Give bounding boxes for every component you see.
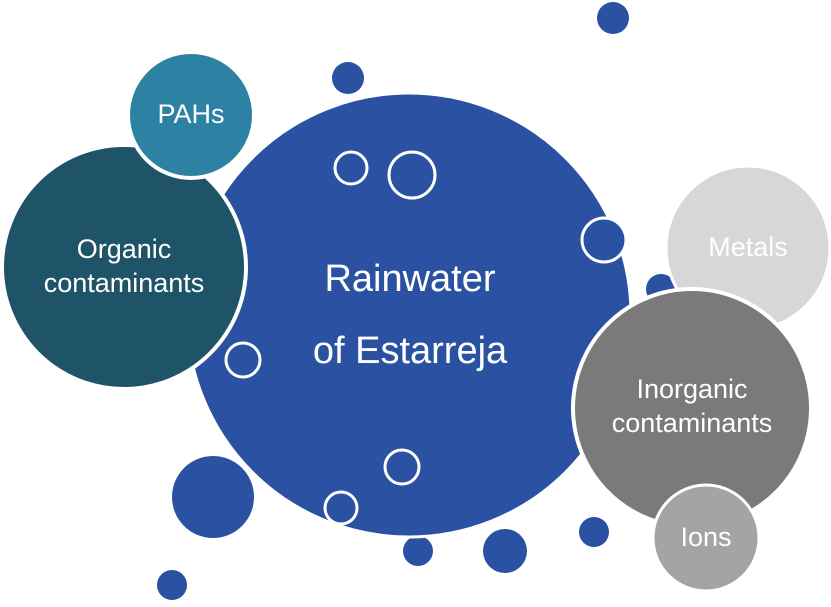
decor-dot-outline xyxy=(580,216,628,264)
decor-dot-outline xyxy=(323,490,359,526)
decor-dot xyxy=(172,456,254,538)
decor-dot-outline xyxy=(333,150,369,186)
decor-dot xyxy=(403,536,433,566)
decor-dot-outline xyxy=(383,448,421,486)
decor-dot xyxy=(597,2,629,34)
ions-bubble xyxy=(651,483,761,593)
organic-bubble xyxy=(0,143,248,391)
decor-dot xyxy=(332,62,364,94)
decor-dot xyxy=(157,570,187,600)
decor-dot xyxy=(579,517,609,547)
pahs-bubble xyxy=(126,50,256,180)
decor-dot xyxy=(483,529,527,573)
decor-dot-outline xyxy=(224,341,262,379)
decor-dot-outline xyxy=(387,150,437,200)
